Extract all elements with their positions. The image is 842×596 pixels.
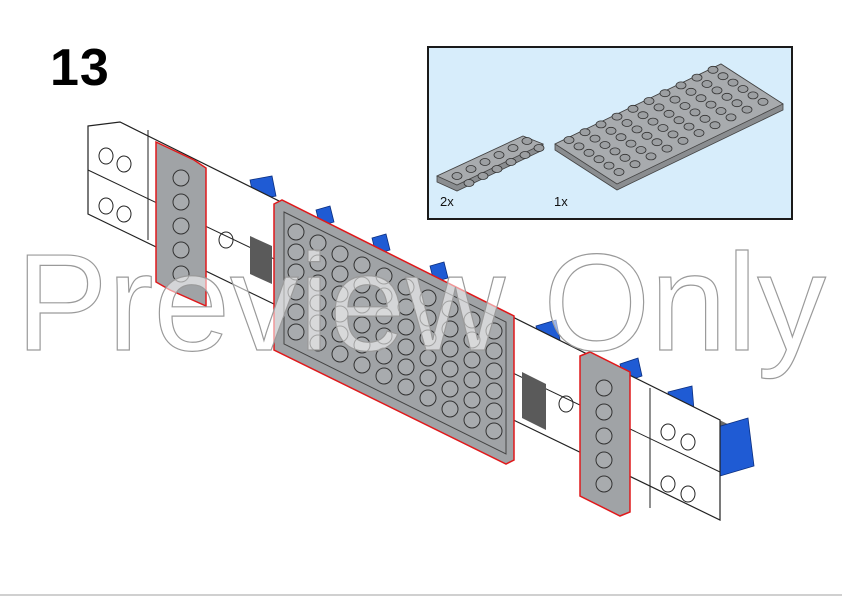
parts-callout: 2x 1x — [427, 46, 793, 220]
frame-opening — [522, 372, 546, 430]
page-bottom-rule — [0, 594, 842, 596]
quantity-label-plate-6x10: 1x — [554, 194, 568, 209]
new-part-plate-6x10 — [273, 199, 515, 465]
new-part-plate-1x6-right — [579, 351, 631, 517]
plate-2x6-icon — [436, 135, 545, 192]
frame-studs — [98, 147, 696, 503]
quantity-label-plate-2x6: 2x — [440, 194, 454, 209]
new-part-plate-1x6-left — [155, 140, 207, 308]
step-number: 13 — [50, 39, 110, 97]
frame-opening — [250, 236, 272, 284]
parts-illustration — [436, 63, 784, 192]
plate-6x10-icon — [554, 63, 784, 191]
